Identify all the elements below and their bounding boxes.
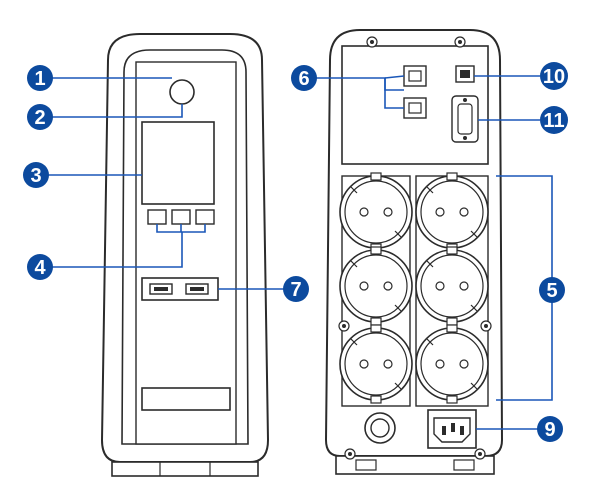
callout-9: 9 <box>537 416 563 442</box>
serial-port-icon <box>451 95 479 143</box>
circuit-breaker-icon <box>364 412 396 444</box>
callout-1: 1 <box>27 65 53 91</box>
function-button-middle-icon <box>171 209 191 225</box>
schuko-outlets-icon <box>338 172 492 407</box>
callout-2: 2 <box>27 104 53 130</box>
ups-rear-view <box>324 29 504 475</box>
callout-4: 4 <box>27 254 53 280</box>
leader-6-branch <box>384 78 404 109</box>
callout-9-label: 9 <box>544 419 555 441</box>
front-base <box>111 461 259 477</box>
rj45-ports-icon <box>403 65 427 119</box>
callout-10-label: 10 <box>543 66 565 88</box>
callout-11-label: 11 <box>543 110 564 132</box>
leader-4 <box>52 232 183 268</box>
ups-front-view <box>100 33 270 477</box>
ac-inlet-icon <box>427 409 477 449</box>
callout-1-label: 1 <box>34 68 45 90</box>
callout-7: 7 <box>283 276 309 302</box>
power-button-icon <box>169 79 195 105</box>
callout-3-label: 3 <box>30 165 41 187</box>
lcd-display-icon <box>141 121 215 205</box>
front-slot-icon <box>141 387 231 411</box>
front-face-panel <box>135 61 237 445</box>
callout-2-label: 2 <box>34 107 45 129</box>
callout-6-label: 6 <box>298 68 309 90</box>
callout-7-label: 7 <box>290 279 301 301</box>
callout-5-label: 5 <box>546 280 557 302</box>
callout-6: 6 <box>291 65 317 91</box>
callout-11: 11 <box>540 106 568 134</box>
leader-6-top <box>384 75 405 79</box>
function-button-right-icon <box>195 209 215 225</box>
callout-5: 5 <box>539 277 565 303</box>
callout-3: 3 <box>23 162 49 188</box>
usb-charging-ports-icon <box>141 277 219 301</box>
usb-port-icon <box>455 65 475 83</box>
callout-10: 10 <box>540 62 568 90</box>
callout-4-label: 4 <box>34 257 46 279</box>
leader-2 <box>52 104 183 118</box>
function-button-left-icon <box>147 209 167 225</box>
